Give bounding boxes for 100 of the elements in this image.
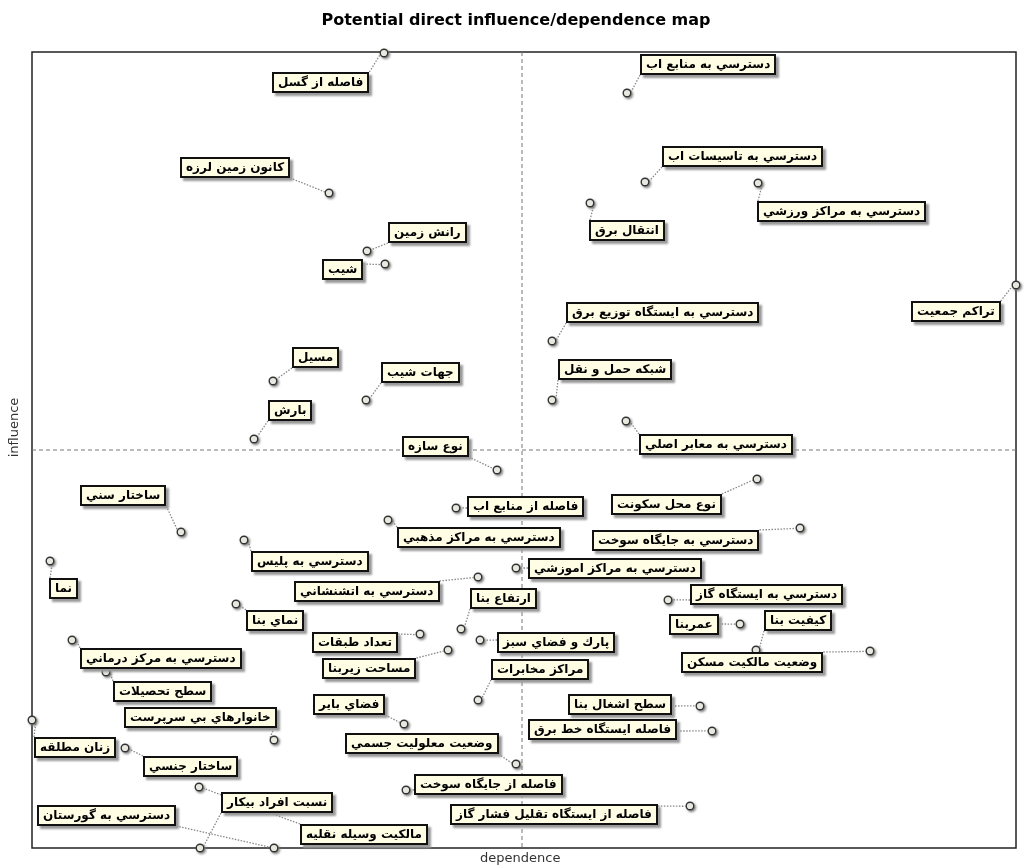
data-point [379,48,389,58]
variable-label: فاصله از گسل [272,72,370,93]
data-point [401,785,411,795]
data-point [492,465,502,475]
leader-line [368,54,381,73]
variable-label: ارتفاع بنا [470,588,537,609]
variable-label: دسترسي به جايگاه سوخت [592,530,760,551]
leader-line [370,242,389,251]
leader-line [109,672,114,682]
leader-line [822,650,867,653]
data-point [640,177,650,187]
data-point [473,572,483,582]
data-point [67,635,77,645]
data-point [735,619,745,629]
leader-line [1000,286,1013,302]
data-point [475,635,485,645]
leader-line [630,74,641,93]
chart-title: Potential direct influence/dependence map [320,10,712,29]
variable-label: دسترسي به ايستگاه گاز [690,584,844,605]
data-point [622,88,632,98]
leader-line [459,507,468,509]
leader-line [289,177,326,193]
variable-label: مراكز مخابرات [491,659,590,680]
leader-line [438,576,475,582]
data-point [195,843,205,853]
variable-label: نماي بنا [246,610,305,631]
variable-label: وضعيت معلوليت جسمي [345,733,499,754]
leader-line [49,564,53,579]
data-point [239,535,249,545]
variable-label: مساحت زيربنا [322,658,417,679]
leader-line [648,166,663,182]
variable-label: فاصله ايستگاه خط برق [528,719,678,740]
leader-line [369,382,382,399]
variable-label: دسترسي به گورستان [37,805,177,826]
data-point [473,695,483,705]
leader-line [165,505,178,531]
leader-line [671,599,691,601]
data-point [456,624,466,634]
data-point [752,474,762,484]
data-point [585,198,595,208]
data-point [268,376,278,386]
variable-label: دسترسي به مراكز اموزشي [528,558,702,579]
variable-label: تراكم جمعيت [911,301,1001,322]
leader-line [75,640,81,649]
variable-label: فضاي باير [313,694,386,715]
data-point [361,395,371,405]
data-point [383,515,393,525]
variable-label: پارك و فضاي سبز [497,632,616,653]
leader-line [203,812,222,847]
leader-line [128,748,144,757]
variable-label: كانون زمين لرزه [180,157,291,178]
variable-label: دسترسي به معابر اصلي [639,434,793,455]
data-point [547,395,557,405]
leader-line [468,456,494,470]
leader-line [276,367,293,380]
data-point [753,178,763,188]
variable-label: دسترسي به اتشنشاني [294,581,440,602]
variable-label: فاصله از ايستگاه تقليل فشار گاز [450,804,658,825]
data-point [707,726,717,736]
data-point [511,563,521,573]
data-point [194,782,204,792]
data-point [547,336,557,346]
leader-line [759,630,765,649]
data-point [249,434,259,444]
leader-line [384,714,401,724]
data-point [511,759,521,769]
leader-line [269,727,275,740]
variable-label: دسترسي به مراكز ورزشي [757,201,927,222]
leader-line [247,540,252,552]
leader-line [33,721,37,738]
variable-label: دسترسي به مراكز مذهبي [397,527,561,548]
variable-label: تعداد طبقات [312,632,399,653]
data-point [865,646,875,656]
data-point [269,843,279,853]
data-point [663,595,673,605]
leader-line [629,421,640,435]
data-point [362,246,372,256]
data-point [176,527,186,537]
leader-line [589,205,595,221]
variable-label: جهات شيب [381,362,460,383]
leader-line [464,608,471,628]
variable-label: كيفيت بنا [764,610,833,631]
data-point [443,645,453,655]
variable-label: رانش زمين [388,222,467,243]
variable-label: نسبت افراد بيكار [221,792,334,813]
variable-label: سطح تحصيلات [113,681,213,702]
variable-label: فاصله از جايگاه سوخت [414,774,563,795]
leader-line [519,567,529,569]
data-point [621,416,631,426]
variable-label: ساختار سني [80,485,167,506]
data-point [380,259,390,269]
variable-label: زنان مطلقه [34,737,117,758]
variable-label: فاصله از منابع اب [467,496,585,517]
data-point [231,599,241,609]
leader-line [175,825,271,848]
leader-line [555,379,559,399]
data-point [269,735,279,745]
data-point [695,701,705,711]
data-point [399,719,409,729]
variable-label: عمربنا [669,614,719,635]
